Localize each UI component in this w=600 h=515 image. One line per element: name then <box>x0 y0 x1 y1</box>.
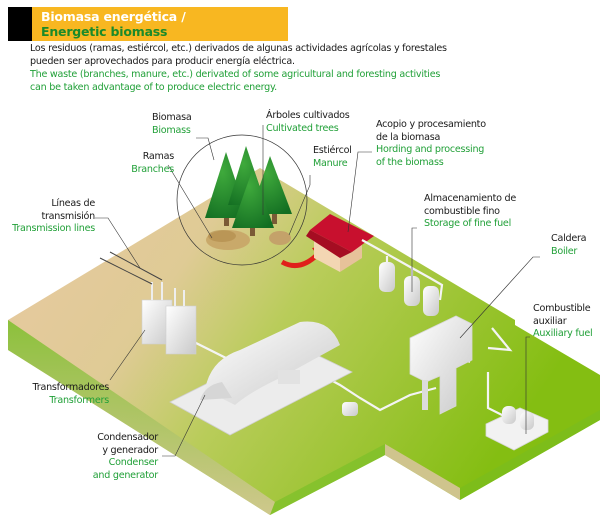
label-branches-en: Branches <box>131 163 174 175</box>
title-english: Energetic biomass <box>41 24 168 39</box>
label-transmission-es-2: transmisión <box>41 210 95 222</box>
label-trees-en: Cultivated trees <box>266 122 339 134</box>
label-boiler-es: Caldera <box>551 233 587 244</box>
label-storage-es-1: Almacenamiento de <box>424 193 517 204</box>
label-branches: Ramas Branches <box>120 151 174 176</box>
label-hording: Acopio y procesamiento de la biomasa Hor… <box>376 119 486 169</box>
transmission-lines <box>99 251 163 285</box>
label-condenser-es-2: y generador <box>102 444 158 456</box>
intro-es-line-2: pueden ser aprovechados para producir en… <box>30 56 295 67</box>
title-banner-accent <box>8 7 32 41</box>
label-storage-en: Storage of fine fuel <box>424 218 511 229</box>
label-transformers: Transformadores Transformers <box>10 382 110 407</box>
label-transmission-en: Transmission lines <box>12 223 95 234</box>
manure-pile <box>269 231 291 245</box>
title-spanish: Biomasa energética / <box>41 9 186 24</box>
intro-es-line-1: Los residuos (ramas, estiércol, etc.) de… <box>30 43 447 54</box>
label-auxiliary-es-1: Combustible <box>533 303 591 314</box>
label-biomass-es: Biomasa <box>152 112 192 123</box>
label-manure: Estiércol Manure <box>313 145 352 170</box>
transformers <box>141 282 197 355</box>
label-condenser-en-2: and generator <box>92 469 158 481</box>
label-auxiliary-fuel: Combustible auxiliar Auxiliary fuel <box>533 303 593 341</box>
label-biomass: Biomasa Biomass <box>152 112 192 137</box>
label-transformers-es: Transformadores <box>32 382 110 393</box>
label-storage-es-2: combustible fino <box>424 205 500 217</box>
label-cultivated-trees: Árboles cultivados Cultivated trees <box>266 110 350 135</box>
label-hording-en-1: Hording and processing <box>376 144 485 155</box>
processing-house <box>306 214 374 272</box>
label-storage: Almacenamiento de combustible fino Stora… <box>424 193 516 231</box>
intro-text: Los residuos (ramas, estiércol, etc.) de… <box>30 42 470 94</box>
intro-en-line-1: The waste (branches, manure, etc.) deriv… <box>30 69 441 80</box>
label-boiler-en: Boiler <box>551 245 578 257</box>
label-condenser-generator: Condensador y generador Condenser and ge… <box>60 432 158 482</box>
label-condenser-en-1: Condenser <box>108 457 159 468</box>
intro-en-line-2: can be taken advantage of to produce ele… <box>30 82 277 93</box>
label-condenser-es-1: Condensador <box>97 432 158 443</box>
label-transmission-es-1: Líneas de <box>51 198 95 209</box>
label-transmission-lines: Líneas de transmisión Transmission lines <box>10 198 95 236</box>
label-biomass-en: Biomass <box>152 124 191 136</box>
label-manure-en: Manure <box>313 157 348 169</box>
label-auxiliary-es-2: auxiliar <box>533 315 567 327</box>
boiler <box>409 315 473 415</box>
label-trees-es: Árboles cultivados <box>266 110 350 121</box>
label-manure-es: Estiércol <box>313 145 352 156</box>
auxiliary-fuel-unit <box>485 406 549 451</box>
label-hording-es-1: Acopio y procesamiento <box>376 119 486 130</box>
branches-pile <box>206 230 250 250</box>
title-banner: Biomasa energética / Energetic biomass <box>8 7 288 41</box>
label-branches-es: Ramas <box>142 151 175 162</box>
label-auxiliary-en: Auxiliary fuel <box>533 328 593 339</box>
label-transformers-en: Transformers <box>49 394 109 406</box>
label-boiler: Caldera Boiler <box>551 233 587 258</box>
fuel-storage-tanks <box>379 262 439 316</box>
callout-lines <box>95 125 540 457</box>
condenser-generator <box>169 321 358 436</box>
label-hording-es-2: de la biomasa <box>376 131 441 143</box>
label-hording-en-2: of the biomass <box>376 156 444 168</box>
cultivated-trees <box>205 146 292 236</box>
biomass-circle <box>176 134 308 266</box>
